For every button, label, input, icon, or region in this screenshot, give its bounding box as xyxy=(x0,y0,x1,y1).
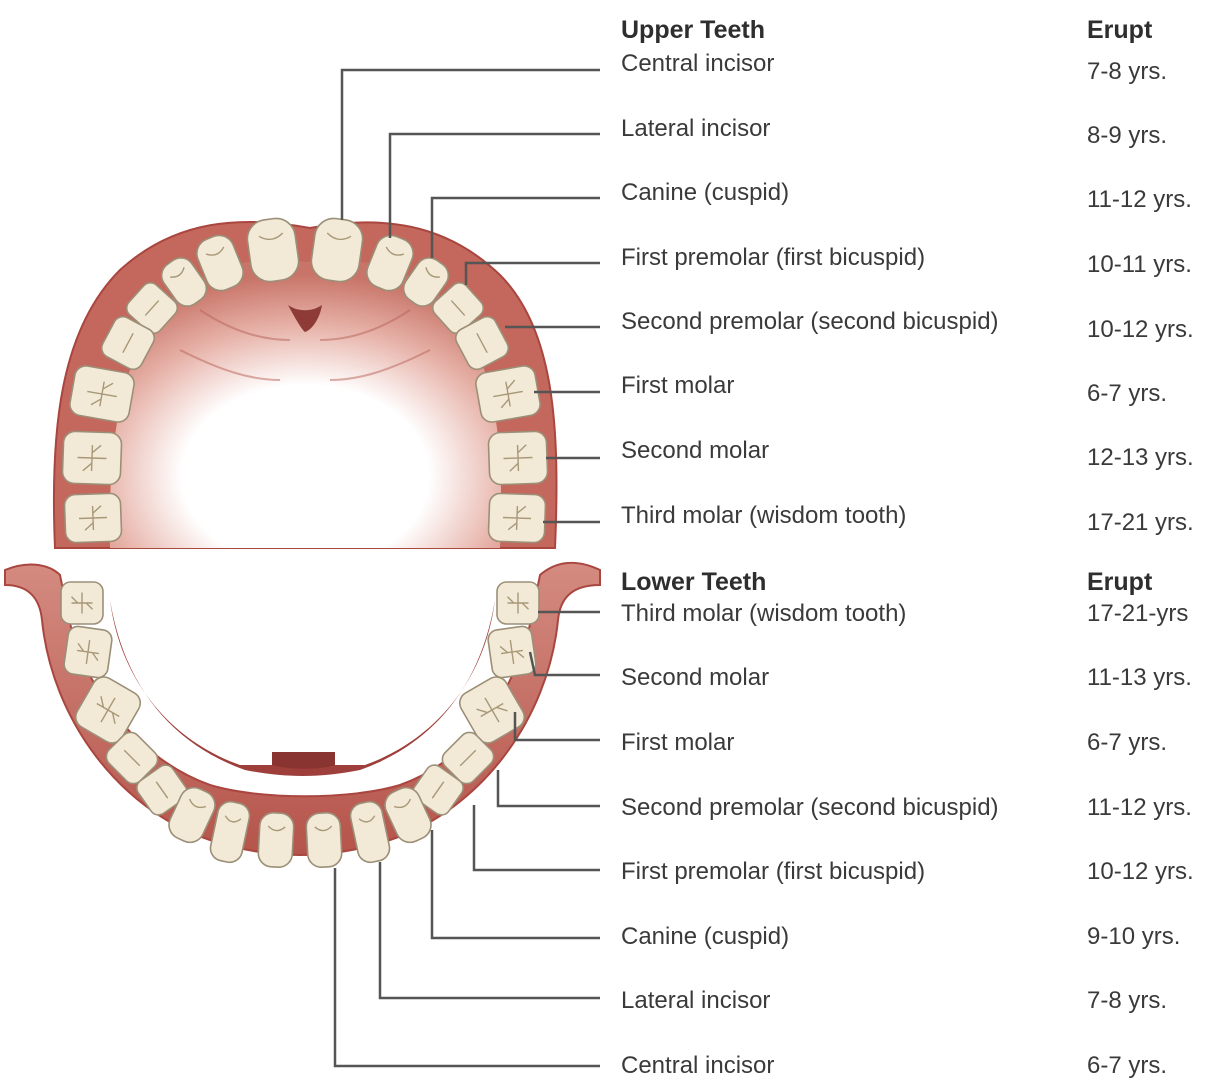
lower-left-second-molar xyxy=(63,625,113,679)
upper-first-molar-erupt: 6-7 yrs. xyxy=(1087,380,1167,408)
lower-right-central-incisor xyxy=(306,812,343,868)
upper-erupt-heading: Erupt xyxy=(1087,16,1152,44)
upper-right-second-molar xyxy=(488,431,548,485)
upper-lateral-incisor-label: Lateral incisor xyxy=(621,115,770,143)
upper-first-premolar-label: First premolar (first bicuspid) xyxy=(621,244,925,272)
lower-lateral-incisor-erupt: 7-8 yrs. xyxy=(1087,987,1167,1015)
lower-left-third-molar xyxy=(61,582,103,624)
upper-lateral-incisor-erupt: 8-9 yrs. xyxy=(1087,122,1167,150)
upper-teeth-heading: Upper Teeth xyxy=(621,16,765,44)
leader-lower-first-premolar xyxy=(474,805,600,870)
upper-left-third-molar xyxy=(64,493,122,543)
lower-first-molar-erupt: 6-7 yrs. xyxy=(1087,729,1167,757)
leader-lower-canine xyxy=(432,830,600,938)
lower-canine-label: Canine (cuspid) xyxy=(621,923,789,951)
leader-lower-lateral-incisor xyxy=(380,862,600,998)
lower-second-molar-label: Second molar xyxy=(621,664,769,692)
leader-upper-lateral-incisor xyxy=(390,134,600,238)
lower-second-molar-erupt: 11-13 yrs. xyxy=(1087,664,1192,692)
upper-central-incisor-label: Central incisor xyxy=(621,50,774,78)
upper-right-third-molar xyxy=(488,493,546,543)
leader-lower-second-premolar xyxy=(498,770,600,806)
lower-third-molar-erupt: 17-21-yrs xyxy=(1087,600,1188,628)
upper-canine-erupt: 11-12 yrs. xyxy=(1087,186,1192,214)
upper-left-first-molar xyxy=(68,364,136,424)
upper-second-molar-label: Second molar xyxy=(621,437,769,465)
upper-second-premolar-erupt: 10-12 yrs. xyxy=(1087,316,1194,344)
leader-lower-central-incisor xyxy=(335,868,600,1066)
upper-first-molar-label: First molar xyxy=(621,372,734,400)
upper-left-second-molar xyxy=(62,431,122,485)
lower-first-molar-label: First molar xyxy=(621,729,734,757)
lower-central-incisor-label: Central incisor xyxy=(621,1052,774,1080)
lower-lateral-incisor-label: Lateral incisor xyxy=(621,987,770,1015)
lower-central-incisor-erupt: 6-7 yrs. xyxy=(1087,1052,1167,1080)
lower-right-third-molar xyxy=(497,582,539,624)
lingual-frenum xyxy=(272,752,335,769)
lower-erupt-heading: Erupt xyxy=(1087,568,1152,596)
lower-left-central-incisor xyxy=(258,812,295,868)
upper-first-premolar-erupt: 10-11 yrs. xyxy=(1087,251,1192,279)
lower-second-premolar-erupt: 11-12 yrs. xyxy=(1087,794,1192,822)
upper-right-first-molar xyxy=(474,364,542,424)
upper-second-premolar-label: Second premolar (second bicuspid) xyxy=(621,308,999,336)
lower-second-premolar-label: Second premolar (second bicuspid) xyxy=(621,794,999,822)
upper-second-molar-erupt: 12-13 yrs. xyxy=(1087,444,1194,472)
upper-canine-label: Canine (cuspid) xyxy=(621,179,789,207)
upper-third-molar-label: Third molar (wisdom tooth) xyxy=(621,502,906,530)
upper-central-incisor-erupt: 7-8 yrs. xyxy=(1087,58,1167,86)
lower-right-second-molar xyxy=(487,625,537,679)
lower-first-premolar-label: First premolar (first bicuspid) xyxy=(621,858,925,886)
lower-first-premolar-erupt: 10-12 yrs. xyxy=(1087,858,1194,886)
lower-teeth-heading: Lower Teeth xyxy=(621,568,766,596)
upper-third-molar-erupt: 17-21 yrs. xyxy=(1087,509,1194,537)
lower-gum-inner xyxy=(110,600,495,776)
lower-third-molar-label: Third molar (wisdom tooth) xyxy=(621,600,906,628)
lower-canine-erupt: 9-10 yrs. xyxy=(1087,923,1180,951)
